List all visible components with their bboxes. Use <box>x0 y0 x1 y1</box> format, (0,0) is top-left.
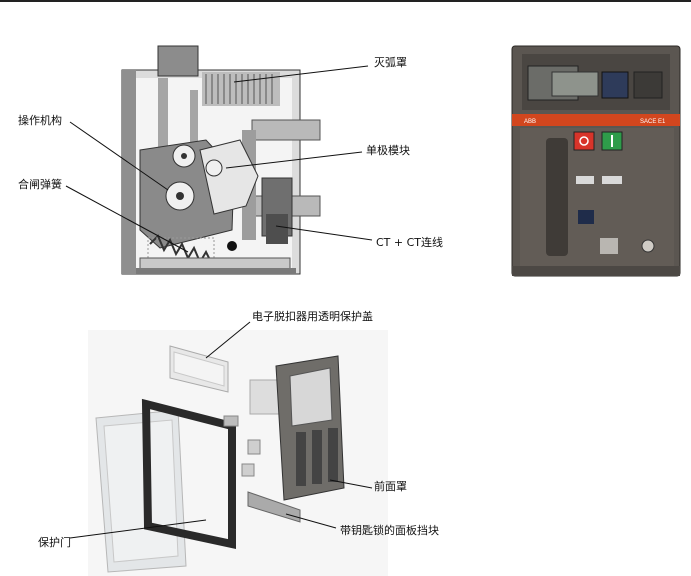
label-single-pole-module: 单极模块 <box>366 144 410 157</box>
label-protective-door: 保护门 <box>38 536 71 549</box>
label-arc-chute: 灭弧罩 <box>374 56 407 69</box>
brand-mark: ABB <box>524 119 536 125</box>
label-key-lock-panel: 带钥匙锁的面板挡块 <box>340 524 439 537</box>
label-ct-wiring: CT + CT连线 <box>376 236 444 249</box>
cutaway-callout-lines <box>65 65 373 253</box>
label-operating-mechanism: 操作机构 <box>18 114 62 127</box>
exploded-view <box>88 330 388 576</box>
top-rule <box>0 0 691 2</box>
exploded-callout-lines <box>69 321 373 539</box>
model-mark: SACE E1 <box>640 119 666 125</box>
arc-chute-plates <box>202 72 280 106</box>
breaker-front-view <box>511 45 681 277</box>
label-closing-spring: 合闸弹簧 <box>18 178 62 191</box>
label-trip-unit-cover: 电子脱扣器用透明保护盖 <box>252 310 373 323</box>
label-front-cover: 前面罩 <box>374 480 407 493</box>
